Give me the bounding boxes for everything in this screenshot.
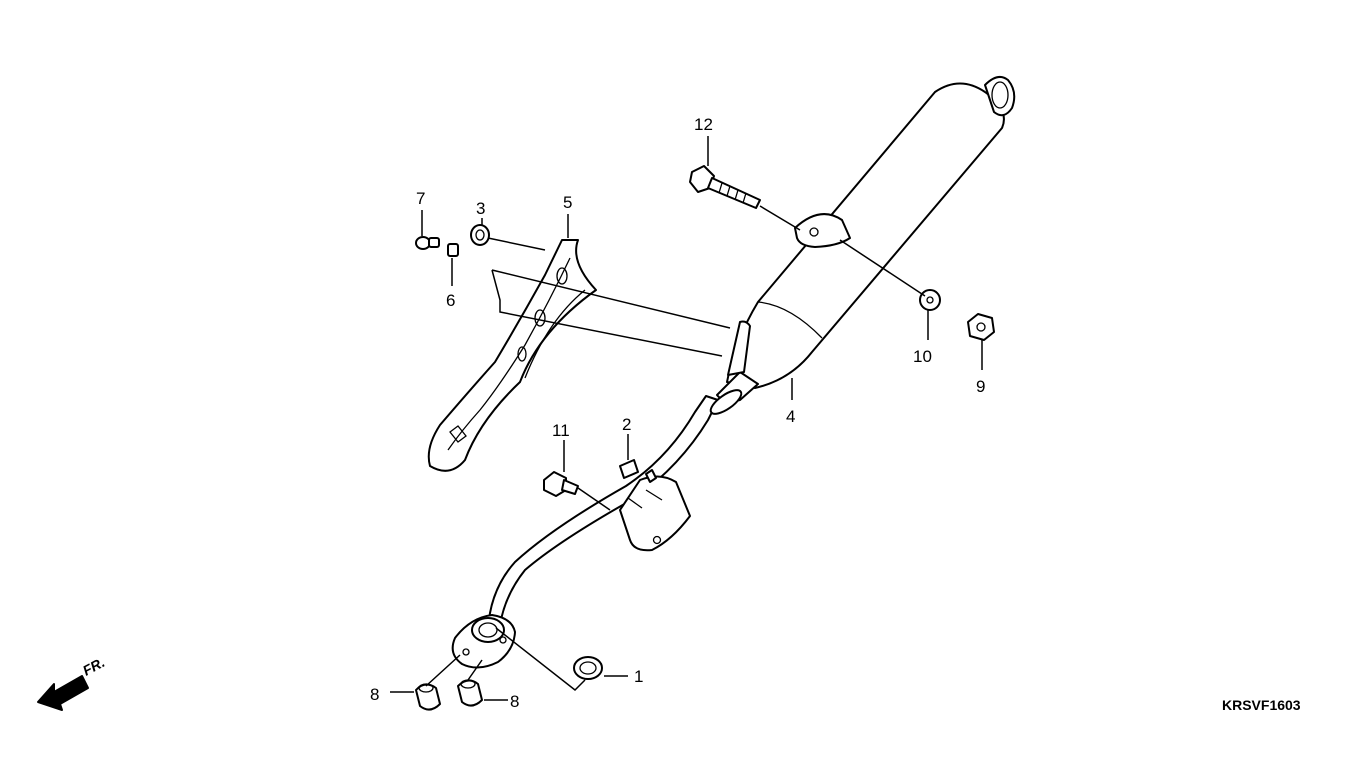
front-direction-arrow-icon [37, 675, 89, 711]
collar-8-right [457, 679, 483, 707]
callout-9: 9 [976, 377, 985, 396]
bolt-12 [689, 165, 761, 209]
callout-8-right: 8 [510, 692, 519, 711]
muffler-heat-guard [427, 239, 597, 472]
callout-4: 4 [786, 407, 795, 426]
diagram-reference-code: KRSVF1603 [1222, 697, 1301, 713]
callout-5: 5 [563, 193, 572, 212]
callout-10: 10 [913, 347, 932, 366]
callout-1: 1 [634, 667, 643, 686]
callout-6: 6 [446, 291, 455, 310]
callout-7: 7 [416, 189, 425, 208]
screw-7 [415, 236, 440, 250]
callout-12: 12 [694, 115, 713, 134]
callout-2: 2 [622, 415, 631, 434]
leader-lines [390, 136, 983, 701]
callout-11: 11 [552, 421, 570, 440]
bolt-11 [543, 471, 579, 497]
gasket-1 [573, 656, 603, 680]
exhaust-pipe [451, 389, 743, 669]
collar-8-left [415, 683, 441, 711]
clip-nut-2 [619, 459, 657, 483]
grommet-3 [470, 224, 490, 246]
callout-8-left: 8 [370, 685, 379, 704]
nut-9 [967, 313, 995, 341]
front-direction-label: FR. [80, 654, 107, 679]
collar-6 [447, 243, 459, 257]
washer-10 [919, 289, 941, 311]
muffler [716, 75, 1016, 403]
callout-3: 3 [476, 199, 485, 218]
